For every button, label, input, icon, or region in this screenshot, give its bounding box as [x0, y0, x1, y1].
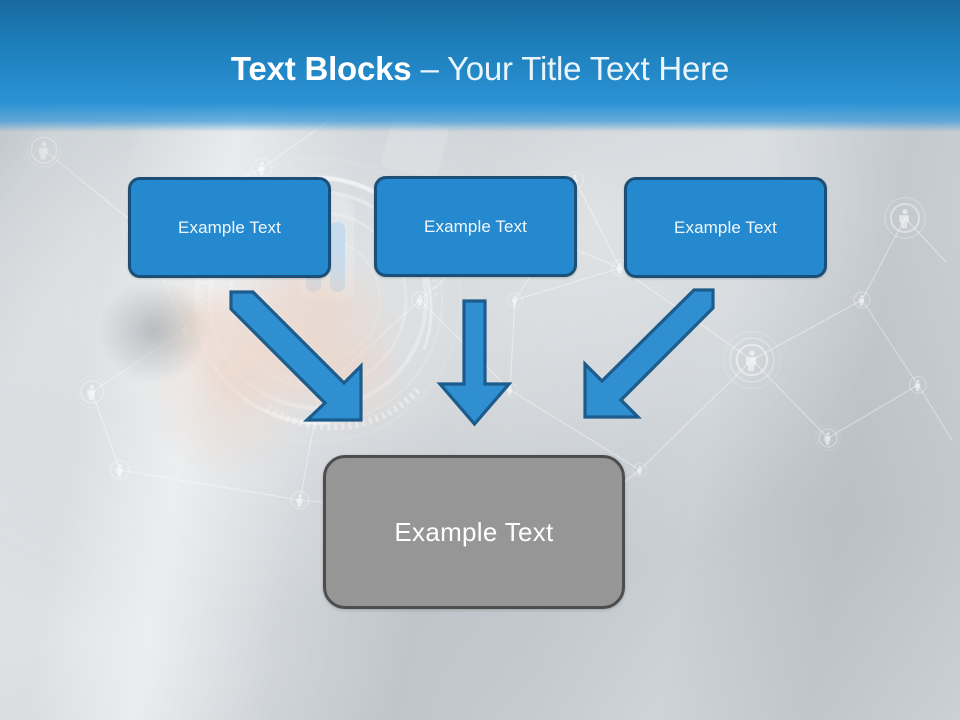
header-band [0, 0, 960, 132]
text-block-2[interactable]: Example Text [374, 176, 577, 277]
text-block-3-label: Example Text [674, 217, 777, 237]
text-block-2-label: Example Text [424, 216, 527, 236]
page-title-regular: – Your Title Text Here [420, 50, 730, 87]
page-title-bold: Text Blocks [230, 50, 412, 87]
page-title: Text Blocks – Your Title Text Here [0, 49, 960, 89]
result-block-label: Example Text [394, 516, 554, 547]
result-block[interactable]: Example Text [323, 455, 625, 609]
text-block-1-label: Example Text [178, 217, 281, 237]
text-block-1[interactable]: Example Text [128, 177, 331, 278]
arrow-vertical-middle-icon [436, 299, 513, 427]
arrow-diagonal-right-icon [583, 288, 715, 419]
text-block-3[interactable]: Example Text [624, 177, 827, 278]
arrow-diagonal-left-icon [229, 290, 363, 422]
